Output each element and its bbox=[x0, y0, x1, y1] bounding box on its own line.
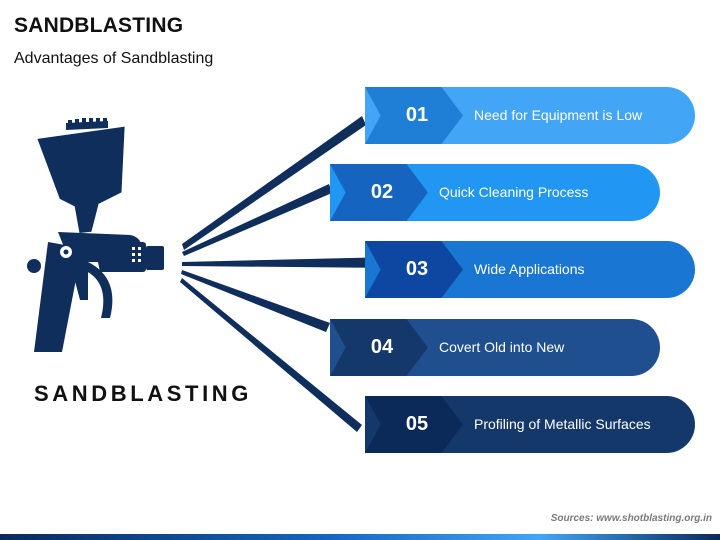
advantage-text: Need for Equipment is Low bbox=[474, 107, 643, 123]
illustration-label: SANDBLASTING bbox=[34, 381, 252, 406]
advantage-item-02: 02 Quick Cleaning Process bbox=[330, 164, 660, 221]
number-arrow-shape bbox=[330, 319, 428, 376]
advantage-number: 04 bbox=[370, 336, 394, 358]
spray-lines bbox=[180, 116, 392, 432]
number-arrow-shape bbox=[365, 396, 463, 453]
source-citation: Sources: www.shotblasting.org.in bbox=[550, 513, 712, 524]
advantage-item-04: 04 Covert Old into New bbox=[330, 319, 660, 376]
cup-lid-ribs bbox=[68, 118, 107, 126]
advantage-number: 02 bbox=[370, 181, 394, 203]
advantage-text: Covert Old into New bbox=[439, 339, 565, 355]
advantage-item-03: 03 Wide Applications bbox=[365, 241, 695, 298]
page-title: SANDBLASTING bbox=[14, 14, 184, 37]
advantage-number: 01 bbox=[405, 104, 429, 126]
advantage-text: Quick Cleaning Process bbox=[439, 184, 589, 200]
number-arrow-shape bbox=[330, 164, 428, 221]
advantage-text: Profiling of Metallic Surfaces bbox=[474, 416, 651, 432]
advantage-number: 05 bbox=[405, 413, 429, 435]
advantage-item-01: 01 Need for Equipment is Low bbox=[365, 87, 695, 144]
advantage-item-05: 05 Profiling of Metallic Surfaces bbox=[365, 396, 695, 453]
page-subtitle: Advantages of Sandblasting bbox=[14, 50, 214, 67]
number-arrow-shape bbox=[365, 87, 463, 144]
advantage-text: Wide Applications bbox=[474, 261, 585, 277]
advantage-number: 03 bbox=[405, 258, 429, 280]
number-arrow-shape bbox=[365, 241, 463, 298]
footer-gradient-bar bbox=[0, 534, 720, 540]
spray-gun-icon bbox=[27, 116, 392, 432]
